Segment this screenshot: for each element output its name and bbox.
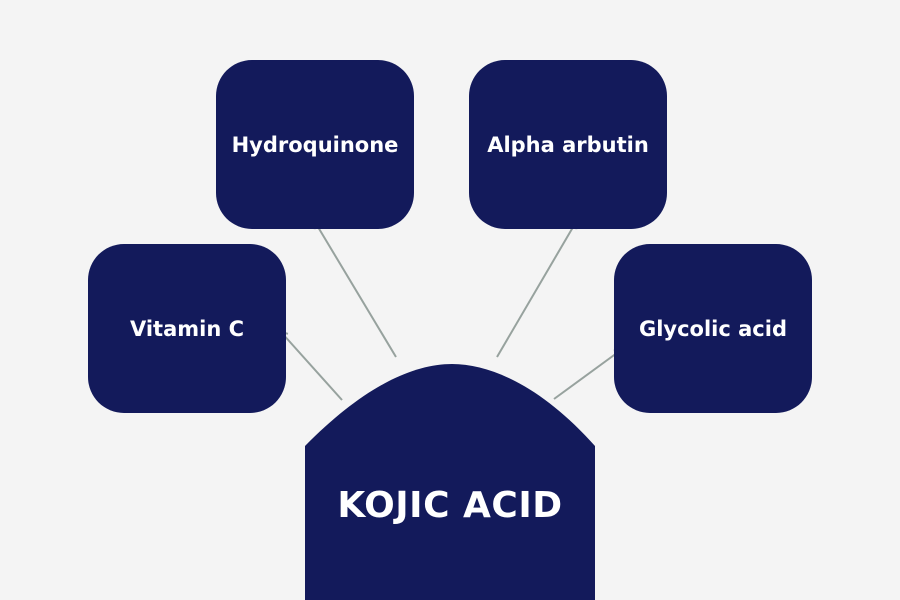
- node-glycolic-acid: Glycolic acid: [614, 244, 812, 413]
- arrow-to-alpha-arbutin: [496, 220, 578, 358]
- node-label: Vitamin C: [129, 316, 245, 341]
- center-label: KOJIC ACID: [337, 484, 563, 526]
- node-label: Hydroquinone: [231, 132, 399, 157]
- arrow-to-vitamin-c: [279, 330, 343, 401]
- center-node-kojic-acid: KOJIC ACID: [305, 470, 595, 540]
- node-hydroquinone: Hydroquinone: [216, 60, 414, 229]
- arrow-to-hydroquinone: [313, 220, 397, 358]
- node-vitamin-c: Vitamin C: [88, 244, 286, 413]
- node-label: Alpha arbutin: [487, 132, 649, 157]
- node-alpha-arbutin: Alpha arbutin: [469, 60, 667, 229]
- center-dome-shape: [305, 364, 595, 600]
- arrow-to-glycolic-acid: [553, 348, 623, 400]
- node-label: Glycolic acid: [638, 316, 787, 341]
